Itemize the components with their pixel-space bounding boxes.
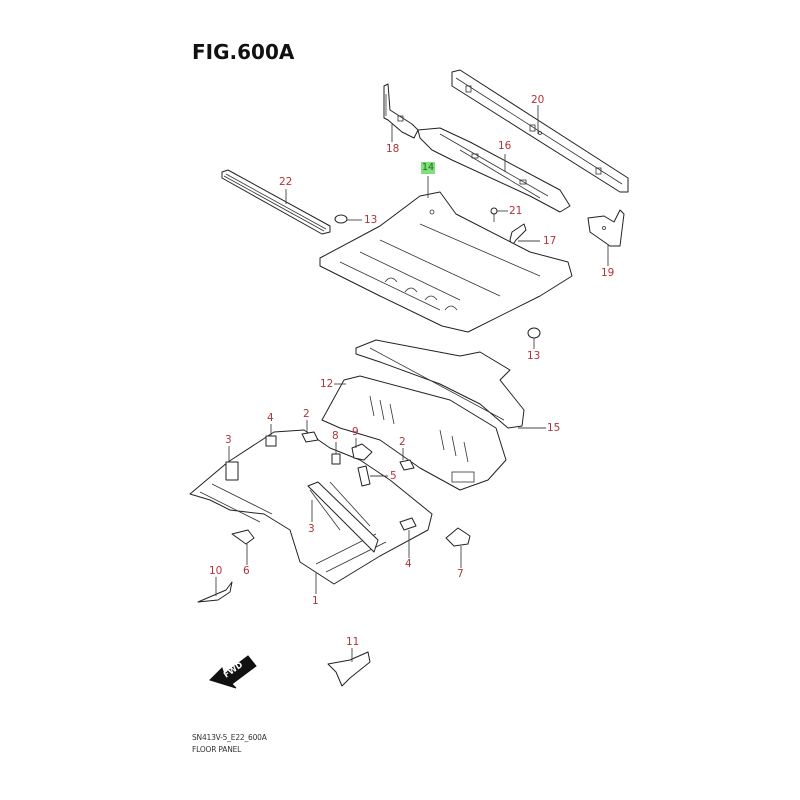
figure-name: FLOOR PANEL bbox=[192, 745, 242, 754]
part-18-side-bracket[interactable] bbox=[383, 83, 419, 139]
part-17-bracket[interactable] bbox=[509, 223, 527, 247]
figure-code: SN413V-5_E22_600A bbox=[192, 733, 267, 742]
callout-15[interactable]: 15 bbox=[547, 422, 561, 434]
part-13-plug[interactable] bbox=[334, 214, 348, 224]
part-20-rear-cross-member[interactable] bbox=[451, 69, 629, 193]
part-16-cross-member[interactable] bbox=[417, 127, 571, 213]
forward-direction-arrow: FWD bbox=[209, 655, 257, 689]
callout-19[interactable]: 19 bbox=[601, 267, 615, 279]
leader-lines bbox=[215, 105, 609, 662]
part-10-reinforcement[interactable] bbox=[197, 581, 233, 603]
callout-5[interactable]: 5 bbox=[390, 470, 397, 482]
callout-21[interactable]: 21 bbox=[509, 205, 523, 217]
part-2-bracket[interactable] bbox=[301, 431, 319, 443]
callout-8[interactable]: 8 bbox=[332, 430, 339, 442]
callout-6[interactable]: 6 bbox=[243, 565, 250, 577]
callout-2[interactable]: 2 bbox=[303, 408, 310, 420]
callout-22[interactable]: 22 bbox=[279, 176, 293, 188]
callout-4[interactable]: 4 bbox=[267, 412, 274, 424]
part-12-mid-floor-panel[interactable] bbox=[321, 375, 507, 491]
figure-footer: SN413V-5_E22_600A FLOOR PANEL bbox=[192, 732, 267, 756]
callout-11[interactable]: 11 bbox=[346, 636, 360, 648]
part-8-bracket[interactable] bbox=[331, 453, 341, 465]
part-6-bracket[interactable] bbox=[231, 529, 255, 545]
callout-20[interactable]: 20 bbox=[531, 94, 545, 106]
figure-title: FIG.600A bbox=[192, 40, 295, 64]
callout-3[interactable]: 3 bbox=[225, 434, 232, 446]
part-19-side-bracket[interactable] bbox=[587, 209, 625, 247]
part-4-bracket[interactable] bbox=[399, 517, 417, 531]
part-14-rear-floor-panel[interactable] bbox=[319, 191, 573, 333]
callout-14-highlighted[interactable]: 14 bbox=[421, 162, 436, 174]
callout-17[interactable]: 17 bbox=[543, 235, 557, 247]
part-5-bracket[interactable] bbox=[357, 465, 371, 487]
part-13-plug[interactable] bbox=[527, 327, 541, 339]
callout-13[interactable]: 13 bbox=[364, 214, 378, 226]
part-9-bracket[interactable] bbox=[351, 443, 373, 461]
callout-16[interactable]: 16 bbox=[498, 140, 512, 152]
callout-3[interactable]: 3 bbox=[308, 523, 315, 535]
part-21-bolt[interactable] bbox=[490, 207, 498, 222]
callout-9[interactable]: 9 bbox=[352, 426, 359, 438]
part-7-bracket[interactable] bbox=[445, 527, 471, 547]
callout-2[interactable]: 2 bbox=[399, 436, 406, 448]
callout-10[interactable]: 10 bbox=[209, 565, 223, 577]
part-22-reinforcement[interactable] bbox=[221, 169, 331, 235]
callout-7[interactable]: 7 bbox=[457, 568, 464, 580]
callout-4[interactable]: 4 bbox=[405, 558, 412, 570]
part-3-reinforcement[interactable] bbox=[307, 481, 379, 553]
part-1-front-floor-panel[interactable] bbox=[189, 429, 433, 585]
part-3-reinforcement[interactable] bbox=[225, 461, 239, 481]
part-4-bracket[interactable] bbox=[265, 435, 277, 447]
part-2-bracket[interactable] bbox=[399, 459, 415, 471]
part-15-cross-member[interactable] bbox=[355, 339, 525, 429]
callout-18[interactable]: 18 bbox=[386, 143, 400, 155]
callout-1[interactable]: 1 bbox=[312, 595, 319, 607]
callout-13[interactable]: 13 bbox=[527, 350, 541, 362]
part-11-reinforcement[interactable] bbox=[327, 651, 371, 687]
callout-12[interactable]: 12 bbox=[320, 378, 334, 390]
